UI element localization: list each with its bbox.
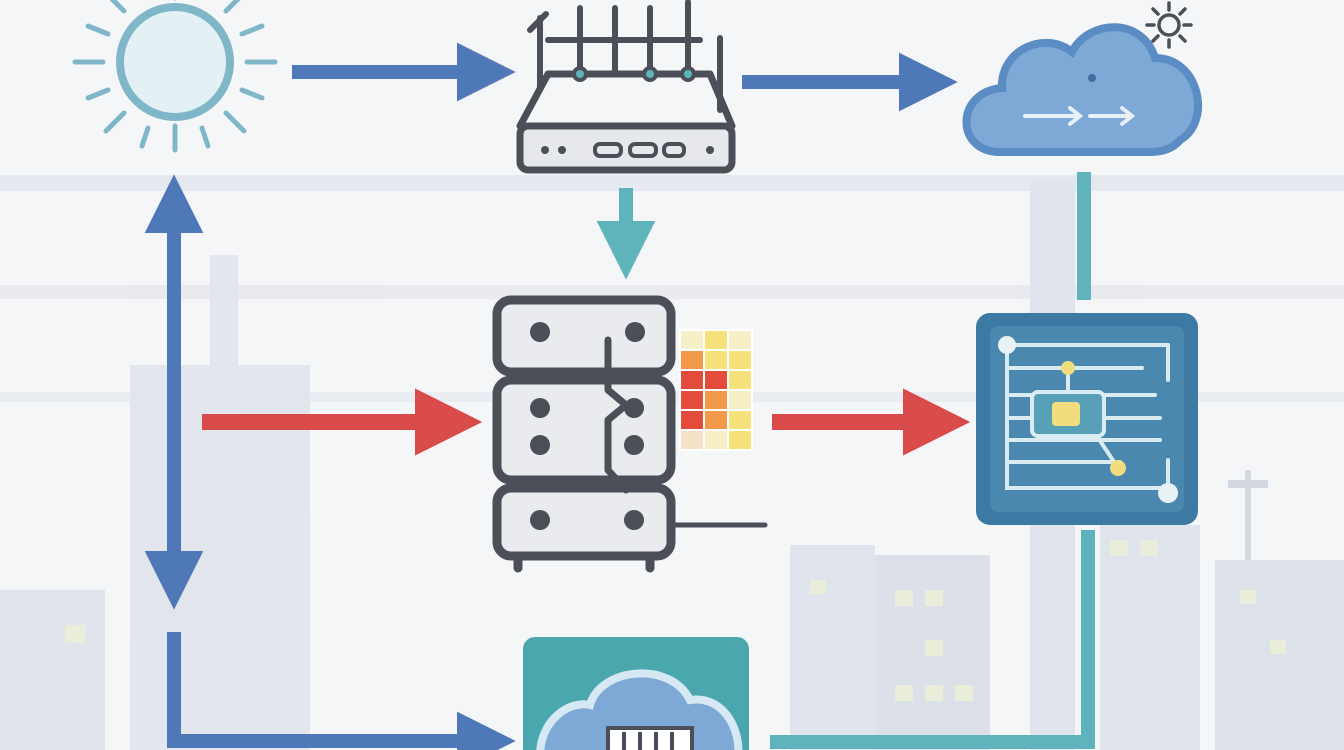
arrow-to-cloud-storage xyxy=(167,632,516,750)
cloud-icon xyxy=(962,23,1203,156)
gear-icon xyxy=(1145,1,1193,49)
server-rack-icon xyxy=(492,295,768,573)
network-graph-panel-icon xyxy=(976,313,1198,525)
router-icon xyxy=(516,0,736,174)
line-panel-to-storage xyxy=(770,530,1095,749)
sun-icon xyxy=(72,0,278,153)
connectors xyxy=(144,42,1095,750)
heatmap-grid-icon xyxy=(679,329,753,451)
cloud-storage-icon xyxy=(523,637,749,750)
